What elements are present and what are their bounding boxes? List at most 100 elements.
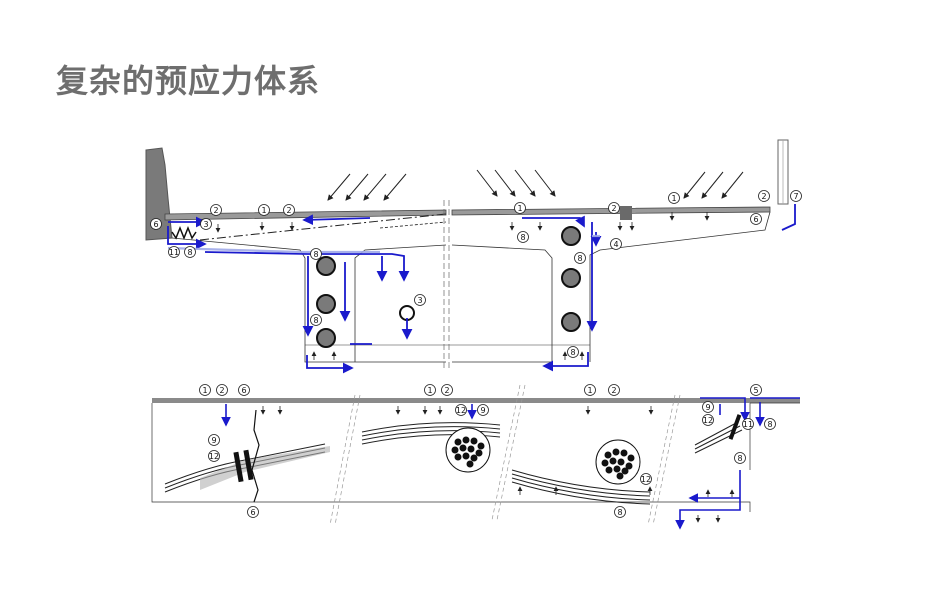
svg-text:2: 2 — [611, 204, 616, 213]
badge: 2 — [210, 204, 222, 216]
badge: 8 — [734, 452, 746, 464]
badge: 11 — [742, 418, 754, 430]
water-flow — [167, 204, 796, 374]
badge: 6 — [247, 506, 259, 518]
badge: 8 — [517, 231, 529, 243]
tendon-right — [511, 469, 651, 505]
svg-text:2: 2 — [761, 192, 766, 201]
badge: 2 — [608, 202, 620, 214]
longitudinal-section: 1 2 6 9 12 6 1 2 12 9 1 2 12 8 5 9 12 11… — [151, 384, 800, 530]
anchor-spring — [171, 225, 197, 241]
svg-text:3: 3 — [203, 220, 208, 229]
duct — [561, 226, 581, 246]
badge: 8 — [574, 252, 586, 264]
weather-arrows — [327, 169, 744, 201]
badge: 3 — [414, 294, 426, 306]
svg-text:6: 6 — [241, 386, 246, 395]
duct — [316, 294, 336, 314]
svg-text:1: 1 — [587, 386, 592, 395]
svg-text:1: 1 — [517, 204, 522, 213]
badge: 7 — [790, 190, 802, 202]
right-curb — [620, 206, 632, 220]
svg-text:3: 3 — [417, 296, 422, 305]
svg-text:2: 2 — [444, 386, 449, 395]
badge: 8 — [184, 246, 196, 258]
duct — [316, 256, 336, 276]
svg-text:12: 12 — [209, 452, 219, 461]
svg-text:8: 8 — [767, 420, 772, 429]
svg-text:9: 9 — [705, 403, 710, 412]
badge: 12 — [455, 404, 467, 416]
svg-text:6: 6 — [250, 508, 255, 517]
badge: 12 — [702, 414, 714, 426]
svg-text:8: 8 — [520, 233, 525, 242]
cross-section: 2 1 2 6 3 11 8 8 8 3 1 8 2 4 8 8 1 2 7 6 — [145, 139, 802, 374]
badge: 2 — [216, 384, 228, 396]
badge: 1 — [258, 204, 270, 216]
duct-empty — [399, 305, 415, 321]
svg-text:9: 9 — [480, 406, 485, 415]
svg-text:8: 8 — [577, 254, 582, 263]
badge: 2 — [758, 190, 770, 202]
svg-text:6: 6 — [153, 220, 158, 229]
svg-text:4: 4 — [613, 240, 618, 249]
badge: 9 — [477, 404, 489, 416]
svg-text:1: 1 — [427, 386, 432, 395]
badge: 8 — [310, 314, 322, 326]
badge: 1 — [668, 192, 680, 204]
badge: 1 — [514, 202, 526, 214]
badge: 6 — [150, 218, 162, 230]
badge: 9 — [208, 434, 220, 446]
svg-text:2: 2 — [219, 386, 224, 395]
badge: 1 — [584, 384, 596, 396]
badge: 8 — [614, 506, 626, 518]
svg-text:2: 2 — [286, 206, 291, 215]
duct — [561, 312, 581, 332]
badge: 11 — [168, 246, 180, 258]
badge: 9 — [702, 401, 714, 413]
badge: 2 — [283, 204, 295, 216]
svg-text:1: 1 — [671, 194, 676, 203]
badge: 1 — [199, 384, 211, 396]
badge: 1 — [424, 384, 436, 396]
svg-text:8: 8 — [187, 248, 192, 257]
badge: 8 — [310, 248, 322, 260]
svg-text:11: 11 — [743, 420, 753, 429]
svg-text:1: 1 — [202, 386, 207, 395]
duct — [316, 328, 336, 348]
badge: 3 — [200, 218, 212, 230]
badge: 8 — [764, 418, 776, 430]
svg-text:8: 8 — [313, 250, 318, 259]
drip-arrows — [215, 212, 710, 360]
badge: 5 — [750, 384, 762, 396]
badge: 6 — [750, 213, 762, 225]
svg-text:12: 12 — [641, 475, 651, 484]
svg-text:5: 5 — [753, 386, 758, 395]
badge: 8 — [567, 346, 579, 358]
svg-text:12: 12 — [456, 406, 466, 415]
svg-text:8: 8 — [570, 348, 575, 357]
badge: 6 — [238, 384, 250, 396]
svg-text:8: 8 — [737, 454, 742, 463]
box-girder-right — [451, 211, 771, 363]
svg-text:6: 6 — [753, 215, 758, 224]
svg-text:8: 8 — [313, 316, 318, 325]
svg-text:2: 2 — [213, 206, 218, 215]
badge: 12 — [640, 473, 652, 485]
duct — [561, 268, 581, 288]
slide-title: 复杂的预应力体系 — [56, 62, 321, 100]
svg-text:2: 2 — [611, 386, 616, 395]
badge: 4 — [610, 238, 622, 250]
svg-text:9: 9 — [211, 436, 216, 445]
svg-text:8: 8 — [617, 508, 622, 517]
svg-text:1: 1 — [261, 206, 266, 215]
badges-top: 2 1 2 6 3 11 8 8 8 3 1 8 2 4 8 8 1 2 7 6 — [150, 190, 802, 358]
svg-text:7: 7 — [793, 192, 798, 201]
svg-text:11: 11 — [169, 248, 179, 257]
badge: 12 — [208, 450, 220, 462]
svg-text:12: 12 — [703, 416, 713, 425]
badge: 2 — [608, 384, 620, 396]
badges-bottom: 1 2 6 9 12 6 1 2 12 9 1 2 12 8 5 9 12 11… — [199, 384, 776, 518]
